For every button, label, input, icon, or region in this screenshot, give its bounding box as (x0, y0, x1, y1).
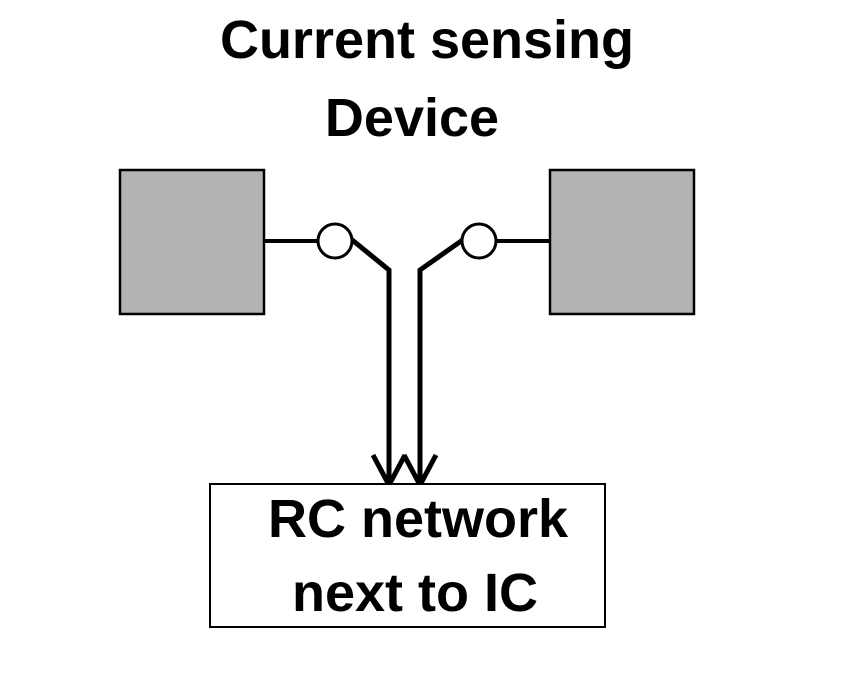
left-sense-trace (349, 237, 392, 482)
rc-network-label-line-1: RC network (268, 489, 569, 549)
right-pad (548, 168, 696, 316)
right-sense-node (460, 222, 498, 260)
rc-network-label-line-2: next to IC (292, 563, 538, 623)
title-line-2: Device (325, 88, 499, 148)
right-sense-trace (417, 236, 466, 482)
left-sense-node (316, 222, 354, 260)
title-line-1: Current sensing (220, 10, 634, 70)
left-pad (118, 168, 266, 316)
rc-network-box (209, 483, 606, 628)
